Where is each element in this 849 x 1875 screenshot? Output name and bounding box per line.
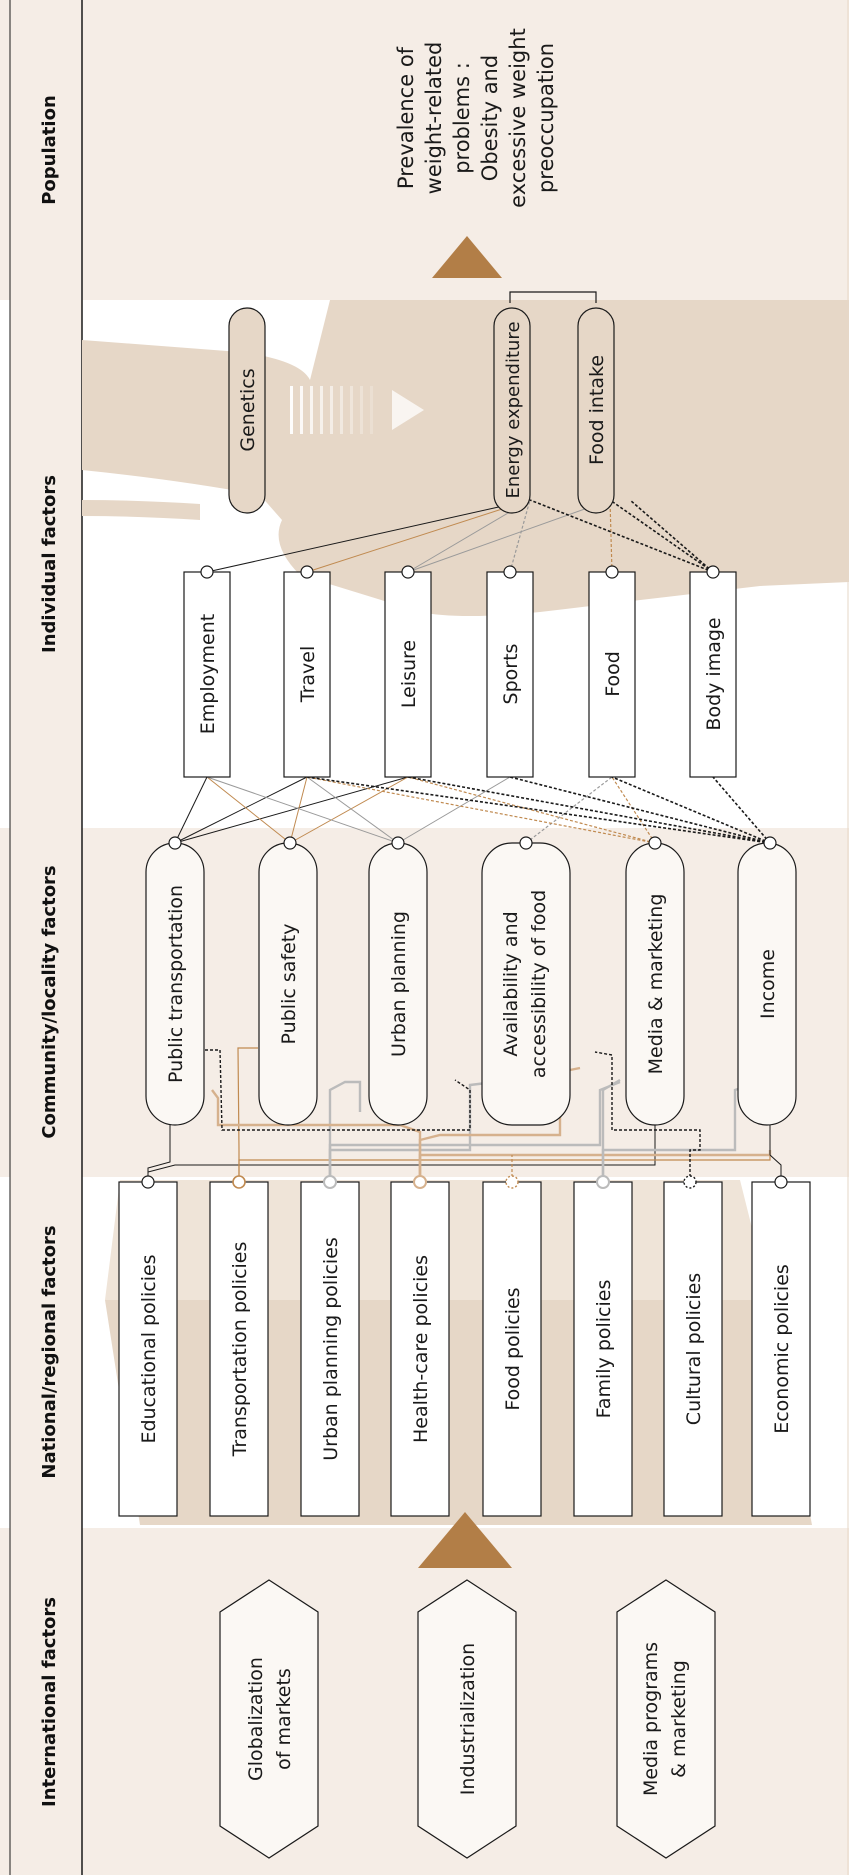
international-label: Industrialization	[457, 1643, 479, 1795]
national-policy: Transportation policies	[209, 1175, 269, 1517]
individual-setting: Leisure	[384, 565, 432, 778]
national-policy: Family policies	[573, 1175, 633, 1517]
community-factor: Public transportation	[145, 836, 205, 1126]
community-label: Urban planning	[388, 911, 410, 1057]
national-policy-label: Transportation policies	[229, 1242, 251, 1458]
energy-expenditure-node: Energy expenditure	[493, 307, 531, 514]
individual-setting: Employment	[183, 565, 231, 778]
community-label: Public transportation	[165, 885, 187, 1083]
population-outcome: Prevalence of weight-related problems : …	[394, 28, 558, 208]
setting-label: Body image	[703, 617, 725, 730]
food-intake-node: Food intake	[577, 307, 615, 514]
genetics-node: Genetics	[228, 307, 266, 514]
international-label: Globalization	[245, 1657, 267, 1781]
individual-setting: Sports	[486, 565, 534, 778]
settings-behavior-links	[206, 499, 714, 573]
body-silhouette	[82, 300, 849, 616]
silhouette-hand	[82, 500, 200, 520]
outcome-line: Obesity and	[478, 55, 502, 181]
national-policy: Urban planning policies	[300, 1175, 360, 1517]
up-arrow-international	[418, 1512, 512, 1568]
national-policy-label: Cultural policies	[683, 1273, 705, 1425]
national-policy: Health-care policies	[390, 1175, 450, 1517]
outcome-line: problems :	[450, 62, 474, 174]
behavior-bracket	[509, 291, 597, 303]
up-arrow-population	[432, 236, 502, 278]
outcome-line: Prevalence of	[394, 46, 418, 189]
national-policy-label: Family policies	[593, 1280, 615, 1419]
international-node: Media programs & marketing	[616, 1579, 716, 1859]
genetics-arrow	[290, 386, 424, 434]
community-label: Public safety	[278, 924, 300, 1045]
header-community: Community/locality factors	[39, 865, 60, 1138]
national-policy-label: Educational policies	[138, 1254, 160, 1443]
community-factor: Media & marketing	[625, 836, 685, 1126]
header-individual: Individual factors	[39, 475, 60, 653]
international-flow-shape	[105, 1300, 812, 1525]
individual-setting: Body image	[689, 565, 737, 778]
community-factor: Availability and accessibility of food	[481, 836, 571, 1126]
header-international: International factors	[39, 1597, 60, 1807]
setting-label: Leisure	[398, 640, 420, 708]
energy-expenditure-label: Energy expenditure	[503, 321, 524, 498]
outcome-line: excessive weight	[506, 28, 530, 208]
community-label: accessibility of food	[528, 890, 550, 1078]
national-policy-label: Health-care policies	[410, 1255, 432, 1443]
national-policy: Educational policies	[118, 1175, 178, 1517]
setting-label: Food	[602, 651, 624, 697]
national-policy: Cultural policies	[663, 1175, 723, 1517]
international-node: Industrialization	[417, 1579, 517, 1859]
community-factor: Income	[737, 836, 797, 1126]
setting-label: Employment	[197, 614, 219, 734]
outcome-line: weight-related	[422, 42, 446, 195]
national-policy-label: Food policies	[502, 1287, 524, 1410]
community-label: Income	[757, 949, 779, 1019]
international-label: of markets	[273, 1668, 295, 1770]
header-population: Population	[39, 95, 60, 205]
header-national: National/regional factors	[39, 1225, 60, 1478]
community-factor: Urban planning	[368, 836, 428, 1126]
setting-label: Travel	[297, 646, 319, 703]
national-policy: Economic policies	[751, 1175, 811, 1517]
food-intake-label: Food intake	[586, 355, 608, 465]
national-policy-label: Economic policies	[771, 1264, 793, 1434]
policy-community-links	[147, 1047, 782, 1182]
tier-population-band	[0, 0, 849, 300]
national-policy-label: Urban planning policies	[320, 1237, 342, 1461]
individual-setting: Food	[588, 565, 636, 778]
outcome-line: preoccupation	[534, 43, 558, 193]
genetics-label: Genetics	[237, 368, 259, 451]
header-column	[10, 0, 82, 1875]
international-node: Globalization of markets	[219, 1579, 319, 1859]
community-settings-links	[174, 776, 771, 844]
setting-label: Sports	[500, 644, 522, 705]
individual-setting: Travel	[283, 565, 331, 778]
community-label: Media & marketing	[645, 894, 667, 1075]
international-label: Media programs	[640, 1642, 662, 1796]
international-label: & marketing	[668, 1660, 690, 1778]
community-label: Availability and	[500, 911, 522, 1056]
community-factor: Public safety	[258, 836, 318, 1126]
national-policy: Food policies	[482, 1175, 542, 1517]
